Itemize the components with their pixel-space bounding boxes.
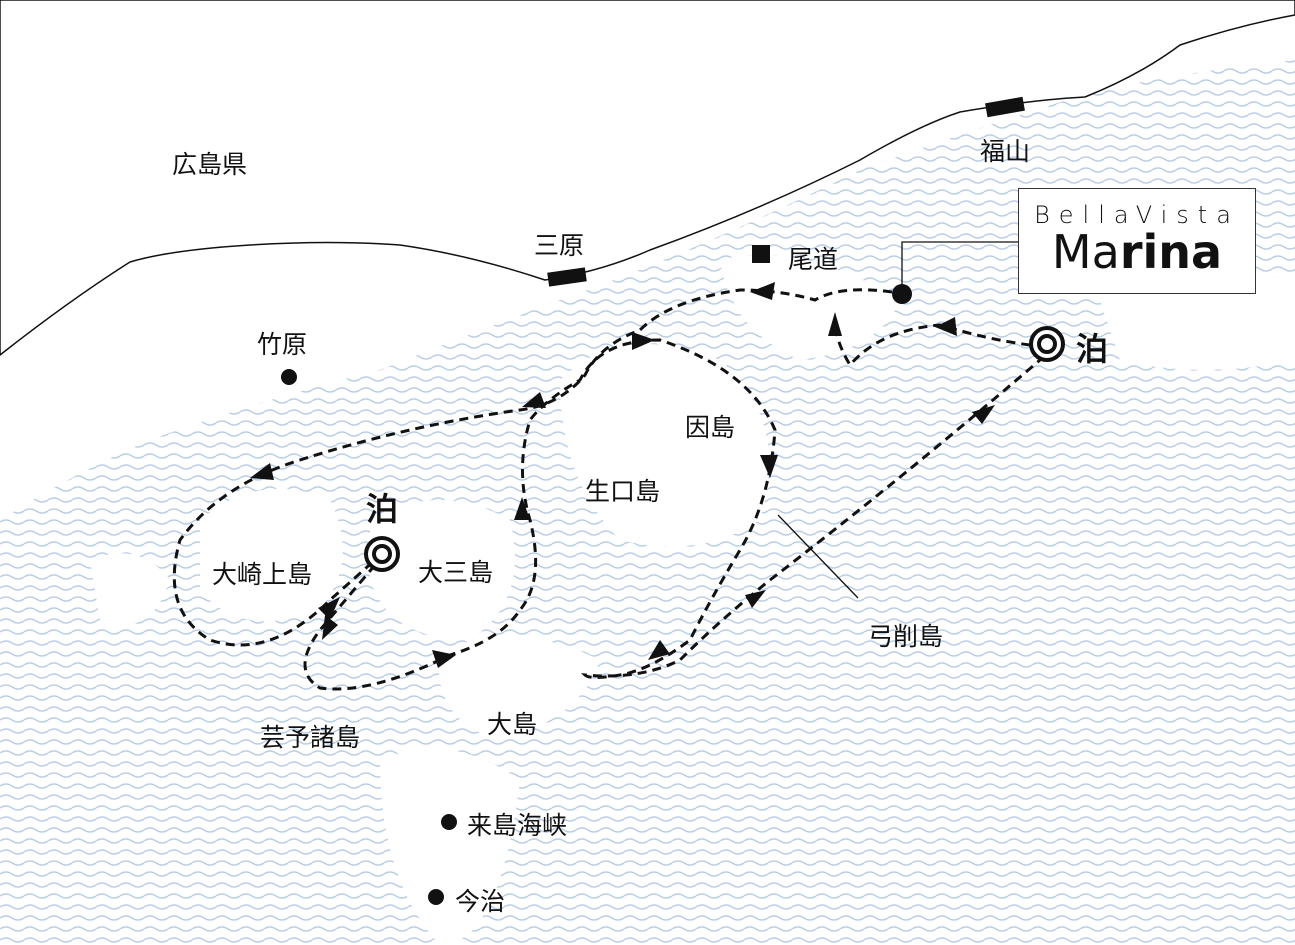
takehara-dot-icon xyxy=(281,369,297,385)
label-geiyo: 芸予諸島 xyxy=(260,723,361,752)
logo-line2a: Ma xyxy=(1051,225,1120,279)
label-yugeshima: 弓削島 xyxy=(868,622,944,651)
station-mihara-icon xyxy=(547,267,587,287)
imabari-dot-icon xyxy=(428,889,444,905)
label-osakikamijima: 大崎上島 xyxy=(212,560,313,589)
bellavista-marina-logo: BellaVista Marina xyxy=(1018,188,1256,294)
stay-east-icon xyxy=(1029,326,1065,362)
yugeshima-leader-line xyxy=(777,514,859,599)
station-fukuyama-icon xyxy=(985,96,1025,118)
logo-line1: BellaVista xyxy=(1034,201,1240,229)
mainland xyxy=(0,0,1295,356)
label-takehara: 竹原 xyxy=(257,330,308,359)
label-innoshima: 因島 xyxy=(685,413,736,442)
label-oshima: 大島 xyxy=(487,710,538,739)
label-stay-west: 泊 xyxy=(366,490,399,528)
cruise-route xyxy=(172,288,1041,691)
label-omishima: 大三島 xyxy=(418,558,494,587)
label-imabari: 今治 xyxy=(455,887,506,916)
marina-leader-line xyxy=(901,241,1018,294)
logo-line2b: rina xyxy=(1119,225,1223,279)
kurushima-dot-icon xyxy=(441,814,457,830)
label-stay-east: 泊 xyxy=(1076,330,1109,368)
stay-west-icon xyxy=(364,536,400,572)
label-kurushima: 来島海峡 xyxy=(467,811,568,840)
route-arrows xyxy=(250,282,995,668)
label-hiroshima: 広島県 xyxy=(172,150,248,179)
label-mihara: 三原 xyxy=(534,231,585,260)
label-onomichi: 尾道 xyxy=(788,245,839,274)
label-fukuyama: 福山 xyxy=(980,137,1031,166)
label-ikuchijima: 生口島 xyxy=(585,477,661,506)
onomichi-square-icon xyxy=(752,245,770,263)
islands xyxy=(90,255,1295,945)
